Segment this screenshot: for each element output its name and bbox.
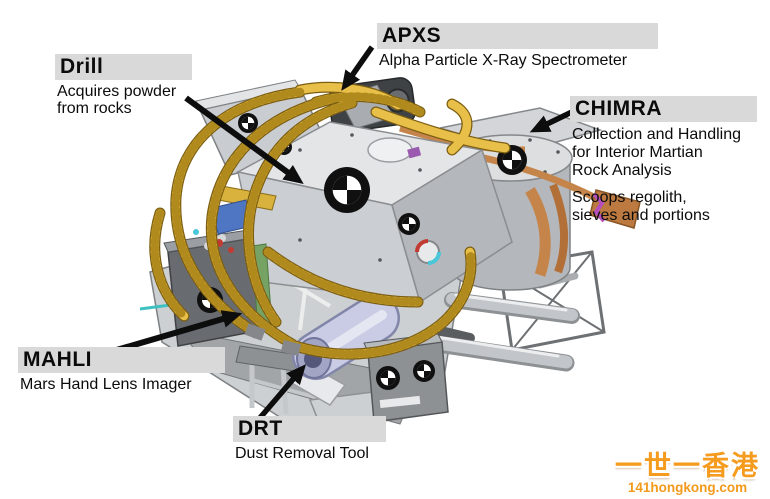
chimra-desc-gap [572, 180, 757, 189]
drt-arrow [256, 364, 307, 421]
watermark-chinese-text: 一世一香港 [615, 451, 760, 481]
chimra-desc-line: sieves and portions [572, 207, 710, 224]
chimra-desc-line: for Interior Martian [572, 144, 703, 161]
watermark-url-text: 141hongkong.com [627, 480, 748, 495]
contact-rods [415, 292, 580, 372]
drill-label-desc: Acquires powder from rocks [55, 80, 192, 117]
apxs-desc-line: Alpha Particle X-Ray Spectrometer [379, 52, 628, 69]
drill-housing [235, 121, 513, 304]
drt-label: DRT Dust Removal Tool [233, 416, 386, 463]
apxs-label: APXS Alpha Particle X-Ray Spectrometer [377, 23, 658, 70]
drt-label-title: DRT [233, 416, 386, 442]
apxs-arrow [341, 45, 375, 91]
chimra-desc-line: Collection and Handling [572, 126, 741, 143]
drill-desc-line: from rocks [57, 99, 132, 117]
drill-label-title: Drill [55, 54, 192, 80]
fiducial-marker [376, 366, 400, 390]
drill-desc-line: Acquires powder [57, 83, 177, 100]
chimra-label-title: CHIMRA [570, 96, 757, 122]
fiducial-marker [413, 360, 435, 382]
fiducial-marker [238, 113, 258, 133]
chimra-desc-line: Scoops regolith, [572, 189, 687, 206]
watermark: 一世一香港 141hongkong.com [615, 452, 760, 495]
fiducial-marker [398, 213, 420, 235]
chimra-label-desc: Collection and Handling for Interior Mar… [570, 122, 757, 225]
chimra-label: CHIMRA Collection and Handling for Inter… [570, 96, 757, 225]
purple-connector [592, 192, 606, 223]
drill-arrow [184, 95, 304, 185]
mahli-label: MAHLI Mars Hand Lens Imager [18, 347, 225, 394]
mahli-label-title: MAHLI [18, 347, 225, 373]
apxs-label-title: APXS [377, 23, 658, 49]
mahli-desc-line: Mars Hand Lens Imager [20, 376, 192, 393]
cable-harness [149, 81, 511, 360]
drill-label: Drill Acquires powder from rocks [55, 54, 192, 117]
misc-details [193, 185, 441, 265]
purple-fitting [407, 146, 422, 159]
drt-label-desc: Dust Removal Tool [233, 442, 386, 463]
apxs-label-desc: Alpha Particle X-Ray Spectrometer [377, 49, 658, 70]
fiducial-marker [324, 167, 370, 213]
chimra-desc-line: Rock Analysis [572, 162, 672, 179]
mahli-label-desc: Mars Hand Lens Imager [18, 373, 225, 394]
drt-desc-line: Dust Removal Tool [235, 445, 369, 462]
